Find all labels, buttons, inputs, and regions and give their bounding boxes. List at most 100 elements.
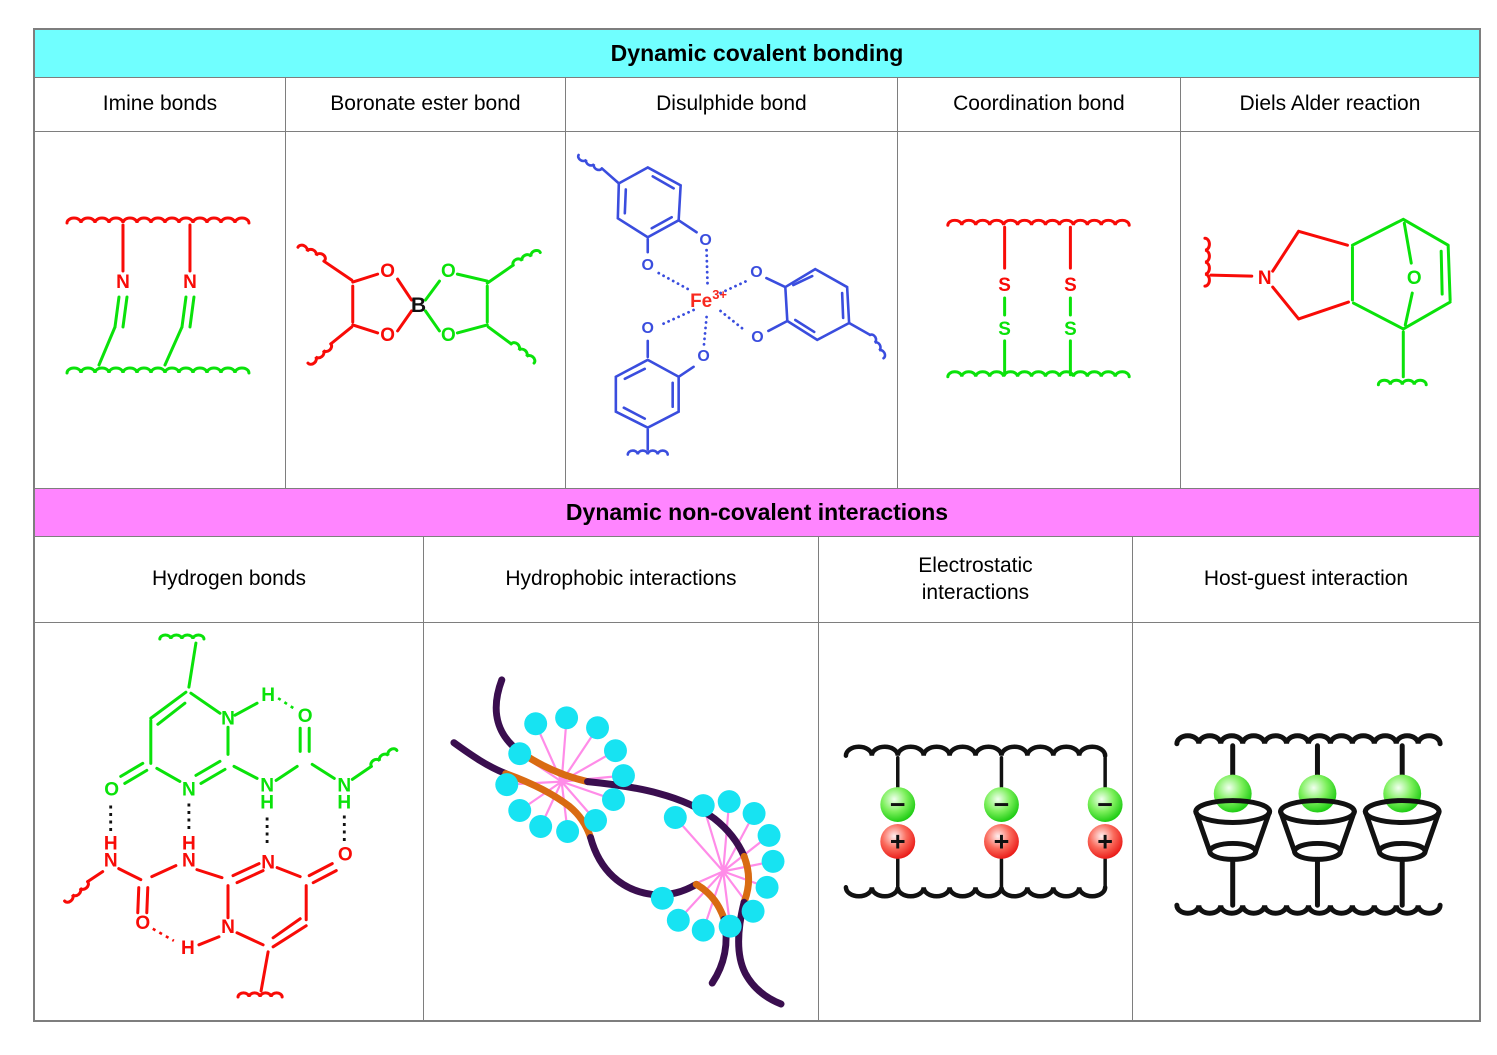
electrostatic-interactions-cell: − − − + + + (817, 623, 1132, 1020)
guest-ball (1298, 774, 1337, 813)
red-chain-end (306, 342, 334, 366)
noncovalent-section-header: Dynamic non-covalent interactions (35, 488, 1479, 536)
red-chain-end (1203, 236, 1211, 288)
svg-text:N: N (182, 779, 196, 800)
boron-atom-label: B (411, 294, 426, 317)
intramolecular-h-bond (152, 927, 175, 942)
black-polymer-chain (1174, 733, 1443, 747)
header-disulphide-bond: Disulphide bond (564, 78, 897, 131)
coordination-dotted-bonds (657, 248, 748, 351)
noncovalent-section-title: Dynamic non-covalent interactions (565, 499, 949, 525)
green-polymer-chain (946, 370, 1131, 379)
header-hydrogen-bonds: Hydrogen bonds (151, 567, 307, 591)
oxygen-atom-label: O (1407, 268, 1422, 289)
green-urea-group (232, 726, 336, 782)
green-chain-end (1376, 378, 1428, 387)
header-coordination-bond: Coordination bond (896, 78, 1180, 131)
header-hydrophobic-interactions: Hydrophobic interactions (423, 537, 818, 622)
sulfur-atom-label: S (1064, 275, 1077, 296)
catechol-iron-cell: O O O O O O Fe3+ (564, 132, 897, 488)
host-cups (1193, 798, 1442, 862)
header-imine-bonds: Imine bonds (102, 92, 218, 116)
svg-text:H: H (181, 938, 195, 959)
green-chain-end (158, 633, 206, 641)
svg-text:O: O (338, 845, 353, 866)
boronate-ester-cell: O O B O O (284, 132, 565, 488)
imine-bonds-cell: N N (35, 132, 285, 488)
header-electrostatic-interactions: Electrostatic interactions (817, 537, 1132, 622)
benzene-ring (783, 267, 851, 342)
electrostatic-interactions-diagram: − − − + + + (843, 744, 1123, 899)
red-chain-end (296, 243, 327, 262)
red-pyrimidinone-ring (195, 862, 338, 949)
boronate-ester-diagram: O O B O O (296, 243, 542, 366)
diels-alder-diagram: N O (1203, 217, 1452, 387)
header-host-guest-interaction: Host-guest interaction (1131, 537, 1479, 622)
black-polymer-chain (843, 744, 1108, 758)
plus-sign: + (994, 826, 1010, 856)
hydrogen-bond-dashes (109, 803, 346, 848)
minus-sign: − (994, 790, 1010, 820)
catechol-iron-diagram: O O O O O O Fe3+ (576, 153, 887, 456)
pyrrolidine-ring (1271, 229, 1350, 321)
hydrogen-bonds-diagram: N N O H O N H N H H N (63, 633, 399, 999)
plus-sign: + (1097, 826, 1113, 856)
covalent-section-header: Dynamic covalent bonding (35, 30, 1479, 77)
black-polymer-chain (1174, 902, 1443, 916)
blue-chain-end (626, 449, 669, 456)
covalent-section-title: Dynamic covalent bonding (610, 40, 904, 66)
host-guest-interaction-diagram (1174, 733, 1443, 916)
polymer-chains (450, 676, 785, 1008)
covalent-column-headers: Imine bonds Boronate ester bond Disulphi… (35, 77, 1479, 131)
negative-charge (1087, 787, 1123, 822)
oxygen-atom-label: O (441, 261, 456, 282)
red-polymer-chain (946, 218, 1131, 227)
red-polymer-chain (65, 216, 251, 225)
guest-ball (1213, 774, 1252, 813)
sulfur-atom-label: S (998, 275, 1011, 296)
disulphide-cell: S S S S (896, 132, 1180, 488)
iron-ion-label: Fe3+ (690, 287, 727, 312)
oxygen-atom-label: O (641, 320, 653, 337)
red-chain-end (236, 991, 284, 999)
oxygen-atom-label: O (697, 348, 709, 365)
oxygen-atom-label: O (750, 264, 762, 281)
svg-text:H: H (260, 792, 274, 813)
noncovalent-diagrams-row: N N O H O N H N H H N (35, 622, 1479, 1020)
host-guest-interaction-cell (1131, 623, 1479, 1020)
interactions-table: Dynamic covalent bonding Imine bonds Bor… (33, 28, 1481, 1022)
benzene-ring (616, 165, 682, 239)
oxygen-atom-label: O (699, 232, 711, 249)
header-diels-alder-reaction: Diels Alder reaction (1179, 78, 1479, 131)
green-chain-end (509, 341, 537, 365)
nitrogen-atom-label: N (1258, 268, 1272, 289)
hydrophilic-beads (495, 706, 785, 942)
header-boronate-ester-bond: Boronate ester bond (284, 78, 565, 131)
oxygen-atom-label: O (751, 329, 763, 346)
imine-bonds-diagram: N N (65, 216, 251, 375)
svg-text:H: H (182, 834, 196, 855)
hydrophobic-interactions-cell (423, 623, 818, 1020)
green-pyrimidinone-ring (119, 690, 230, 785)
minus-sign: − (1097, 790, 1113, 820)
svg-text:N: N (337, 775, 351, 796)
sulfur-atom-label: S (1064, 319, 1077, 340)
svg-text:O: O (298, 706, 313, 727)
hydrogen-bonds-cell: N N O H O N H N H H N (35, 623, 423, 1020)
blue-chain-end (868, 333, 887, 360)
blue-chain-end (576, 153, 604, 172)
svg-text:O: O (135, 913, 150, 934)
positive-charge (880, 823, 916, 859)
svg-text:N: N (182, 851, 196, 872)
negative-charge (880, 787, 916, 822)
oxygen-atom-label: O (441, 325, 456, 346)
negative-charge (983, 787, 1019, 822)
positive-charge (1087, 823, 1123, 859)
host-guest-units (1193, 743, 1442, 908)
positive-charge (983, 823, 1019, 859)
green-polymer-chain (65, 366, 251, 375)
imine-double-bonds (113, 295, 196, 329)
svg-text:N: N (221, 708, 235, 729)
svg-text:N: N (261, 853, 275, 874)
disulphide-diagram: S S S S (946, 218, 1131, 379)
